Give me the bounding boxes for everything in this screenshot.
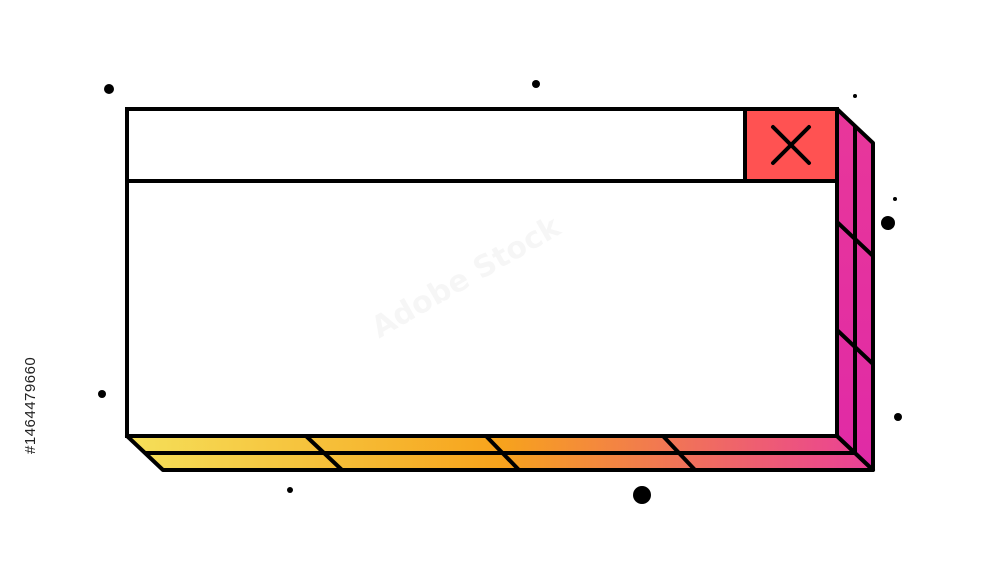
stock-id-watermark: #1464479660	[22, 356, 39, 454]
dot	[853, 94, 857, 98]
window-content-area	[129, 183, 835, 434]
window-bottom-extrusion	[125, 434, 875, 472]
dot	[881, 216, 895, 230]
dot	[633, 486, 651, 504]
decorative-dots	[98, 80, 902, 504]
window-side-extrusion	[835, 107, 875, 472]
window-titlebar[interactable]	[125, 107, 747, 183]
dot	[893, 197, 897, 201]
dot	[104, 84, 114, 94]
close-button[interactable]	[743, 107, 839, 183]
dot	[98, 390, 106, 398]
dot	[532, 80, 540, 88]
dot	[287, 487, 293, 493]
close-x-icon	[771, 125, 811, 165]
dot	[894, 413, 902, 421]
